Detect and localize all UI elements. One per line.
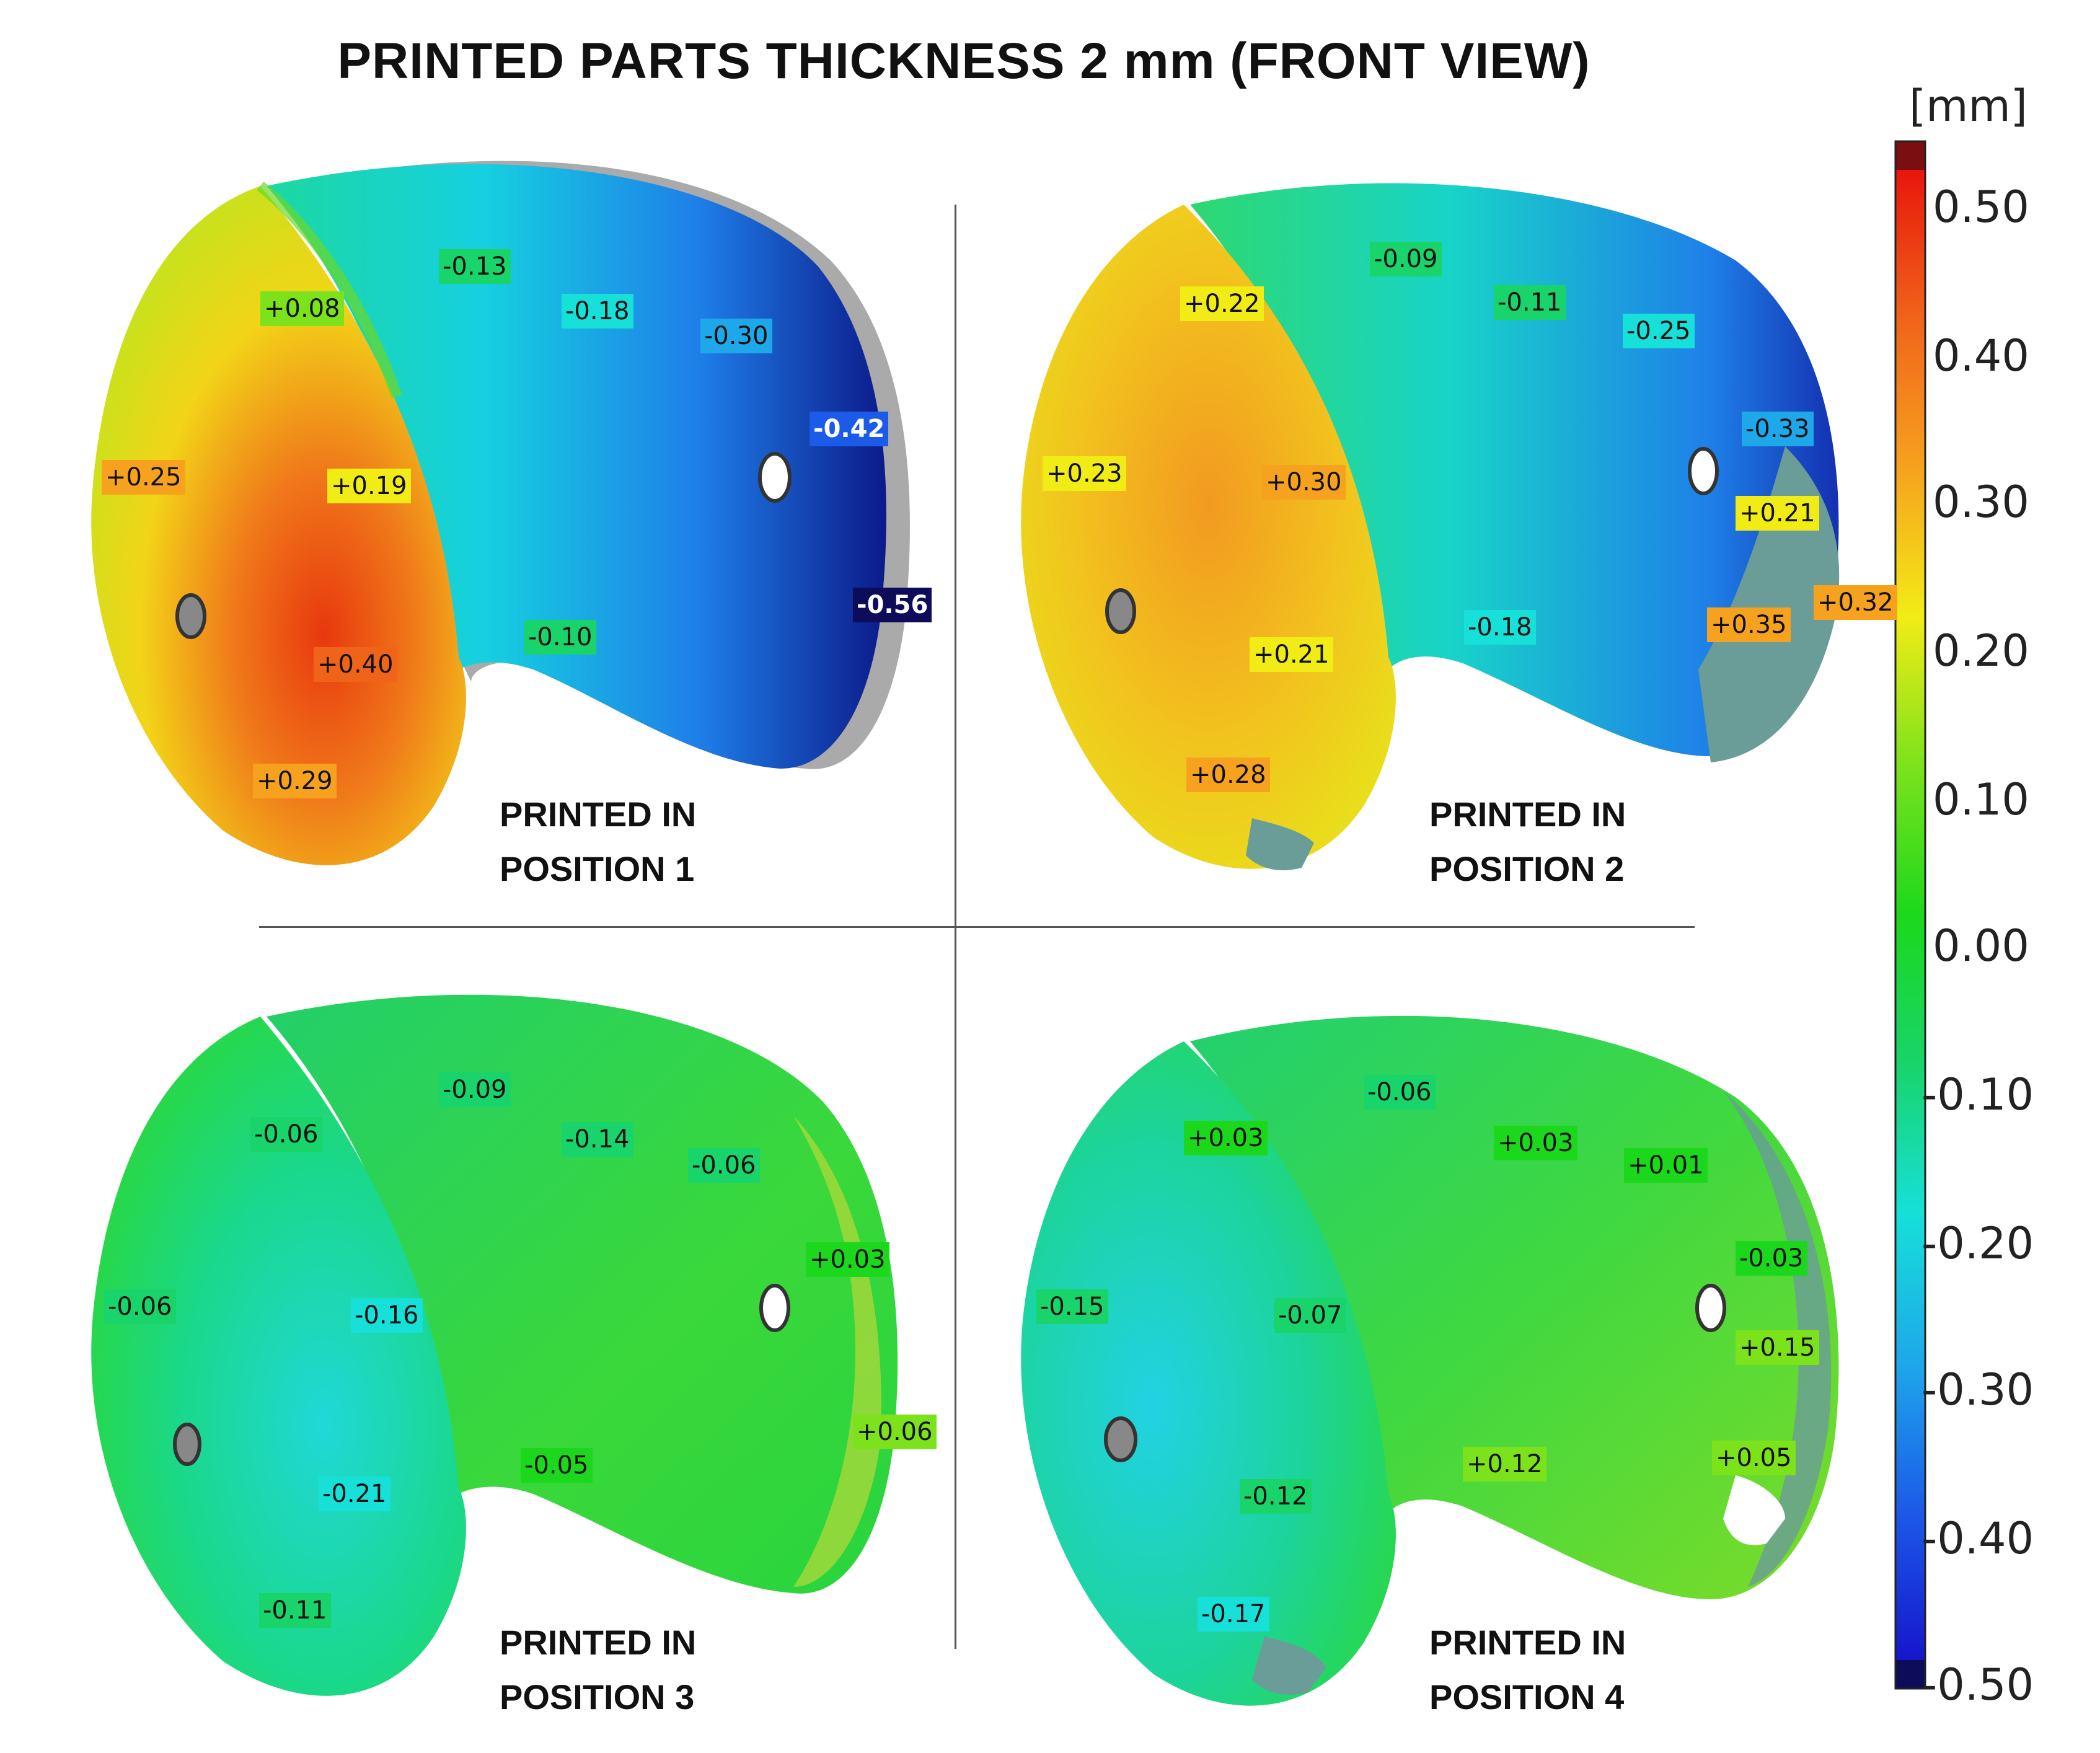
colorbar-tick: -0.40 <box>1921 1513 2034 1564</box>
annotation-tag: +0.19 <box>327 469 411 503</box>
colorbar-tick: -0.10 <box>1921 1069 2034 1120</box>
annotation-tag: -0.06 <box>1364 1075 1436 1110</box>
annotation-tag: +0.06 <box>853 1415 937 1449</box>
colorbar-tick: -0.30 <box>1921 1364 2034 1415</box>
panel-3-label-line2: POSITION 3 <box>500 1677 695 1716</box>
annotation-tag: +0.30 <box>1262 465 1346 500</box>
colorbar-tick: 0.00 <box>1933 921 2029 971</box>
horizontal-divider <box>259 926 1695 928</box>
annotation-tag: -0.09 <box>1370 242 1442 276</box>
annotation-tag: -0.56 <box>853 588 932 622</box>
annotation-tag: +0.01 <box>1624 1148 1708 1183</box>
annotation-tag: -0.09 <box>439 1072 511 1107</box>
annotation-tag: -0.30 <box>700 319 772 353</box>
annotation-tag: -0.06 <box>688 1148 760 1183</box>
colorbar-tick: 0.30 <box>1933 477 2029 528</box>
annotation-tag: -0.16 <box>351 1298 423 1333</box>
annotation-tag: -0.11 <box>1494 285 1566 320</box>
colorbar-tick: -0.50 <box>1921 1659 2034 1710</box>
annotation-tag: +0.03 <box>1184 1121 1268 1155</box>
colorbar-tick: 0.20 <box>1933 625 2029 676</box>
panel-4-label-line2: POSITION 4 <box>1429 1677 1625 1716</box>
colorbar-tick: 0.10 <box>1933 774 2029 825</box>
annotation-tag: +0.15 <box>1736 1330 1819 1365</box>
panel-2-label-line2: POSITION 2 <box>1429 849 1625 888</box>
annotation-tag: -0.12 <box>1240 1479 1312 1514</box>
panel-3-label: PRINTED IN POSITION 3 <box>500 1615 696 1724</box>
annotation-tag: -0.15 <box>1036 1289 1108 1324</box>
annotation-tag: -0.05 <box>521 1448 593 1483</box>
annotation-tag: -0.10 <box>524 620 596 655</box>
annotation-tag: +0.12 <box>1463 1447 1546 1481</box>
annotation-tag: -0.25 <box>1623 314 1695 348</box>
annotation-tag: -0.18 <box>562 294 633 329</box>
annotation-tag: -0.42 <box>810 412 889 446</box>
annotation-tag: +0.03 <box>1494 1126 1577 1160</box>
annotation-tag: -0.33 <box>1742 412 1814 446</box>
annotation-tag: -0.21 <box>319 1477 390 1511</box>
panel-2-label: PRINTED IN POSITION 2 <box>1429 787 1626 896</box>
panel-1-label: PRINTED IN POSITION 1 <box>500 787 696 896</box>
annotation-tag: -0.14 <box>562 1122 633 1157</box>
colorbar-tick: -0.20 <box>1921 1218 2034 1269</box>
annotation-tag: +0.05 <box>1712 1441 1796 1475</box>
panel-1-label-line2: POSITION 1 <box>500 849 695 888</box>
annotation-tag: -0.11 <box>259 1593 331 1628</box>
colorbar <box>1894 140 1926 1690</box>
panel-1-shell <box>91 161 910 865</box>
annotation-tag: +0.03 <box>806 1242 889 1277</box>
annotation-tag: +0.21 <box>1736 496 1819 531</box>
annotation-tag: -0.03 <box>1736 1241 1807 1276</box>
annotation-tag: -0.06 <box>250 1117 322 1152</box>
panel-2-shell <box>1021 183 1840 870</box>
annotation-tag: -0.07 <box>1274 1298 1346 1333</box>
panel-4-shell <box>1021 1015 1839 1706</box>
annotation-tag: -0.17 <box>1198 1597 1269 1632</box>
annotation-tag: +0.08 <box>260 291 344 326</box>
annotation-tag: +0.21 <box>1250 637 1333 672</box>
annotation-tag: +0.28 <box>1186 757 1270 792</box>
panel-4-label: PRINTED IN POSITION 4 <box>1429 1615 1626 1724</box>
annotation-tag: +0.40 <box>314 647 397 682</box>
panel-3-label-line1: PRINTED IN <box>500 1623 697 1662</box>
annotation-tag: +0.25 <box>102 460 185 495</box>
colorbar-tick: 0.40 <box>1933 330 2029 381</box>
annotation-tag: -0.13 <box>439 249 511 284</box>
panel-3-shell <box>91 994 898 1696</box>
panel-1-label-line1: PRINTED IN <box>500 795 697 834</box>
annotation-tag: -0.06 <box>104 1289 176 1324</box>
annotation-tag: -0.18 <box>1464 610 1536 645</box>
figure-title: PRINTED PARTS THICKNESS 2 mm (FRONT VIEW… <box>337 33 1590 89</box>
annotation-tag: +0.35 <box>1707 607 1791 642</box>
annotation-tag: +0.23 <box>1043 456 1126 491</box>
panel-2-label-line1: PRINTED IN <box>1429 795 1626 834</box>
annotation-tag: +0.29 <box>253 764 337 798</box>
colorbar-unit: [mm] <box>1909 81 2027 131</box>
colorbar-tick: 0.50 <box>1933 182 2029 232</box>
panel-4-label-line1: PRINTED IN <box>1429 1623 1626 1662</box>
annotation-tag: +0.22 <box>1180 286 1264 321</box>
annotation-tag: +0.32 <box>1814 585 1897 620</box>
